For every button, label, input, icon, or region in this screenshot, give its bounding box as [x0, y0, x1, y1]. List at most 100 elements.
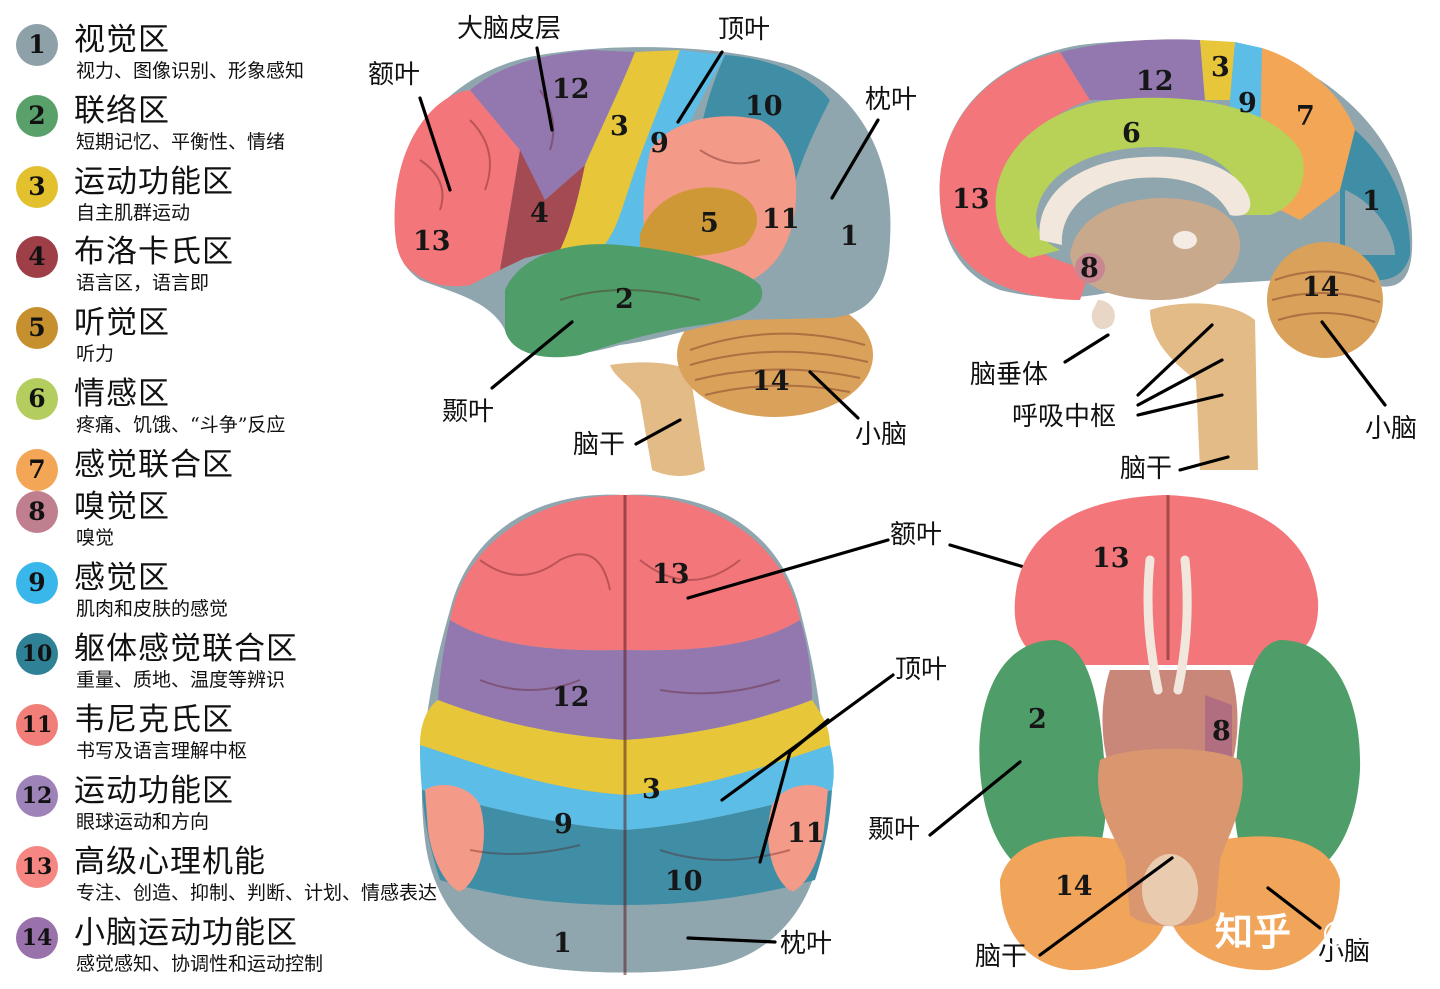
legend-item-3: 3 运动功能区自主肌群运动	[14, 156, 474, 226]
top-view: 13 12 3 9 11 10 1 额叶 顶叶 枕叶	[420, 494, 1120, 975]
label-parietal-lobe-1: 顶叶	[718, 15, 770, 45]
legend-name-3: 运动功能区	[74, 164, 234, 200]
label-cerebellum-2: 小脑	[1365, 414, 1417, 444]
legend-badge-12: 12	[16, 775, 58, 817]
bottom-region-8	[1205, 695, 1232, 760]
label-frontal-lobe-2: 额叶	[890, 520, 942, 550]
sagittal-num-9: 9	[1238, 88, 1257, 119]
top-region-11-left	[425, 785, 484, 892]
lateral-view: 13 12 3 9 10 4 5 11 1 2 14 大脑皮层 额叶 顶叶 枕叶…	[368, 14, 917, 476]
legend-badge-10: 10	[16, 633, 58, 675]
watermark-brand: 知乎	[1215, 910, 1291, 954]
lateral-region-3	[560, 50, 680, 250]
sagittal-num-7: 7	[1296, 101, 1315, 132]
legend-name-12: 运动功能区	[74, 773, 234, 809]
sagittal-view: 12 3 9 7 6 13 1 8 14 脑垂体 呼吸中枢 小脑 脑干	[939, 39, 1417, 484]
sagittal-num-8: 8	[1080, 253, 1099, 284]
legend-badge-3: 3	[16, 166, 58, 208]
legend-badge-14: 14	[16, 917, 58, 959]
top-num-10: 10	[665, 866, 703, 897]
legend-badge-11: 11	[16, 704, 58, 746]
legend-name-7: 感觉联合区	[74, 447, 234, 483]
lateral-num-10: 10	[745, 91, 783, 122]
lateral-brainstem	[610, 362, 705, 476]
sagittal-region-12	[1060, 39, 1205, 100]
sagittal-corpus-callosum	[1039, 156, 1251, 245]
sagittal-pituitary	[1091, 300, 1115, 330]
legend-item-10: 10 躯体感觉联合区重量、质地、温度等辨识	[14, 623, 474, 693]
lateral-num-5: 5	[700, 208, 719, 239]
top-num-13: 13	[652, 559, 690, 590]
sagittal-num-14: 14	[1302, 272, 1340, 303]
bottom-region-2-left	[979, 640, 1107, 885]
sagittal-region-13	[939, 52, 1090, 300]
lateral-num-14: 14	[752, 366, 790, 397]
label-temporal-lobe-1: 颞叶	[442, 397, 494, 427]
legend-badge-8: 8	[16, 491, 58, 533]
legend-badge-4: 4	[16, 236, 58, 278]
bottom-num-13: 13	[1092, 543, 1130, 574]
bottom-num-14: 14	[1055, 871, 1093, 902]
label-brainstem-1: 脑干	[573, 430, 625, 460]
legend-desc-5: 听力	[76, 343, 115, 365]
lateral-region-13	[394, 90, 520, 287]
bottom-center	[1102, 670, 1238, 770]
top-num-11: 11	[787, 818, 825, 849]
legend-name-8: 嗅觉区	[74, 489, 170, 525]
lateral-region-4	[500, 150, 585, 270]
sagittal-num-12: 12	[1136, 66, 1174, 97]
label-temporal-lobe-2: 颞叶	[868, 815, 920, 845]
legend-name-10: 躯体感觉联合区	[74, 631, 298, 667]
lateral-num-1: 1	[840, 221, 859, 252]
legend-badge-2: 2	[16, 95, 58, 137]
label-brainstem-3: 脑干	[975, 942, 1027, 972]
legend-desc-1: 视力、图像识别、形象感知	[76, 60, 305, 82]
legend-desc-2: 短期记忆、平衡性、情绪	[76, 131, 286, 153]
label-cortex: 大脑皮层	[457, 14, 561, 44]
lateral-num-2: 2	[615, 284, 634, 315]
top-num-9: 9	[554, 809, 573, 840]
sagittal-region-8	[1075, 253, 1105, 283]
legend-badge-6: 6	[16, 378, 58, 420]
lateral-region-5	[640, 187, 757, 257]
label-parietal-lobe-2: 顶叶	[895, 655, 947, 685]
legend-badge-9: 9	[16, 562, 58, 604]
sagittal-region-6	[995, 97, 1304, 258]
legend-name-5: 听觉区	[74, 305, 170, 341]
label-respiratory-center: 呼吸中枢	[1012, 402, 1116, 432]
lateral-num-13: 13	[413, 226, 451, 257]
bottom-region-2-right	[1234, 640, 1361, 885]
label-occipital-lobe-1: 枕叶	[865, 85, 917, 115]
top-region-9	[420, 745, 834, 830]
legend-desc-14: 感觉感知、协调性和运动控制	[76, 953, 324, 975]
label-pituitary: 脑垂体	[970, 360, 1048, 390]
sagittal-diencephalon	[1070, 198, 1240, 300]
lateral-num-4: 4	[530, 198, 549, 229]
sagittal-num-6: 6	[1122, 118, 1141, 149]
lateral-num-9: 9	[650, 128, 669, 159]
top-num-3: 3	[642, 774, 661, 805]
legend-desc-6: 疼痛、饥饿、“斗争”反应	[76, 414, 286, 436]
bottom-num-8: 8	[1212, 716, 1231, 747]
sagittal-brainstem	[1150, 303, 1258, 470]
legend-desc-8: 嗅觉	[76, 527, 115, 549]
watermark-user: @zll	[1322, 915, 1384, 950]
legend-name-11: 韦尼克氏区	[74, 702, 234, 738]
top-region-10	[422, 790, 832, 905]
top-num-1: 1	[553, 928, 572, 959]
label-occipital-lobe-2: 枕叶	[780, 929, 832, 959]
legend-name-13: 高级心理机能	[74, 844, 266, 880]
legend-desc-10: 重量、质地、温度等辨识	[76, 669, 286, 691]
legend-desc-3: 自主肌群运动	[76, 202, 191, 224]
bottom-num-2: 2	[1028, 704, 1047, 735]
label-frontal-lobe-1: 额叶	[368, 60, 420, 90]
legend-item-8: 8 嗅觉区嗅觉	[14, 481, 474, 551]
